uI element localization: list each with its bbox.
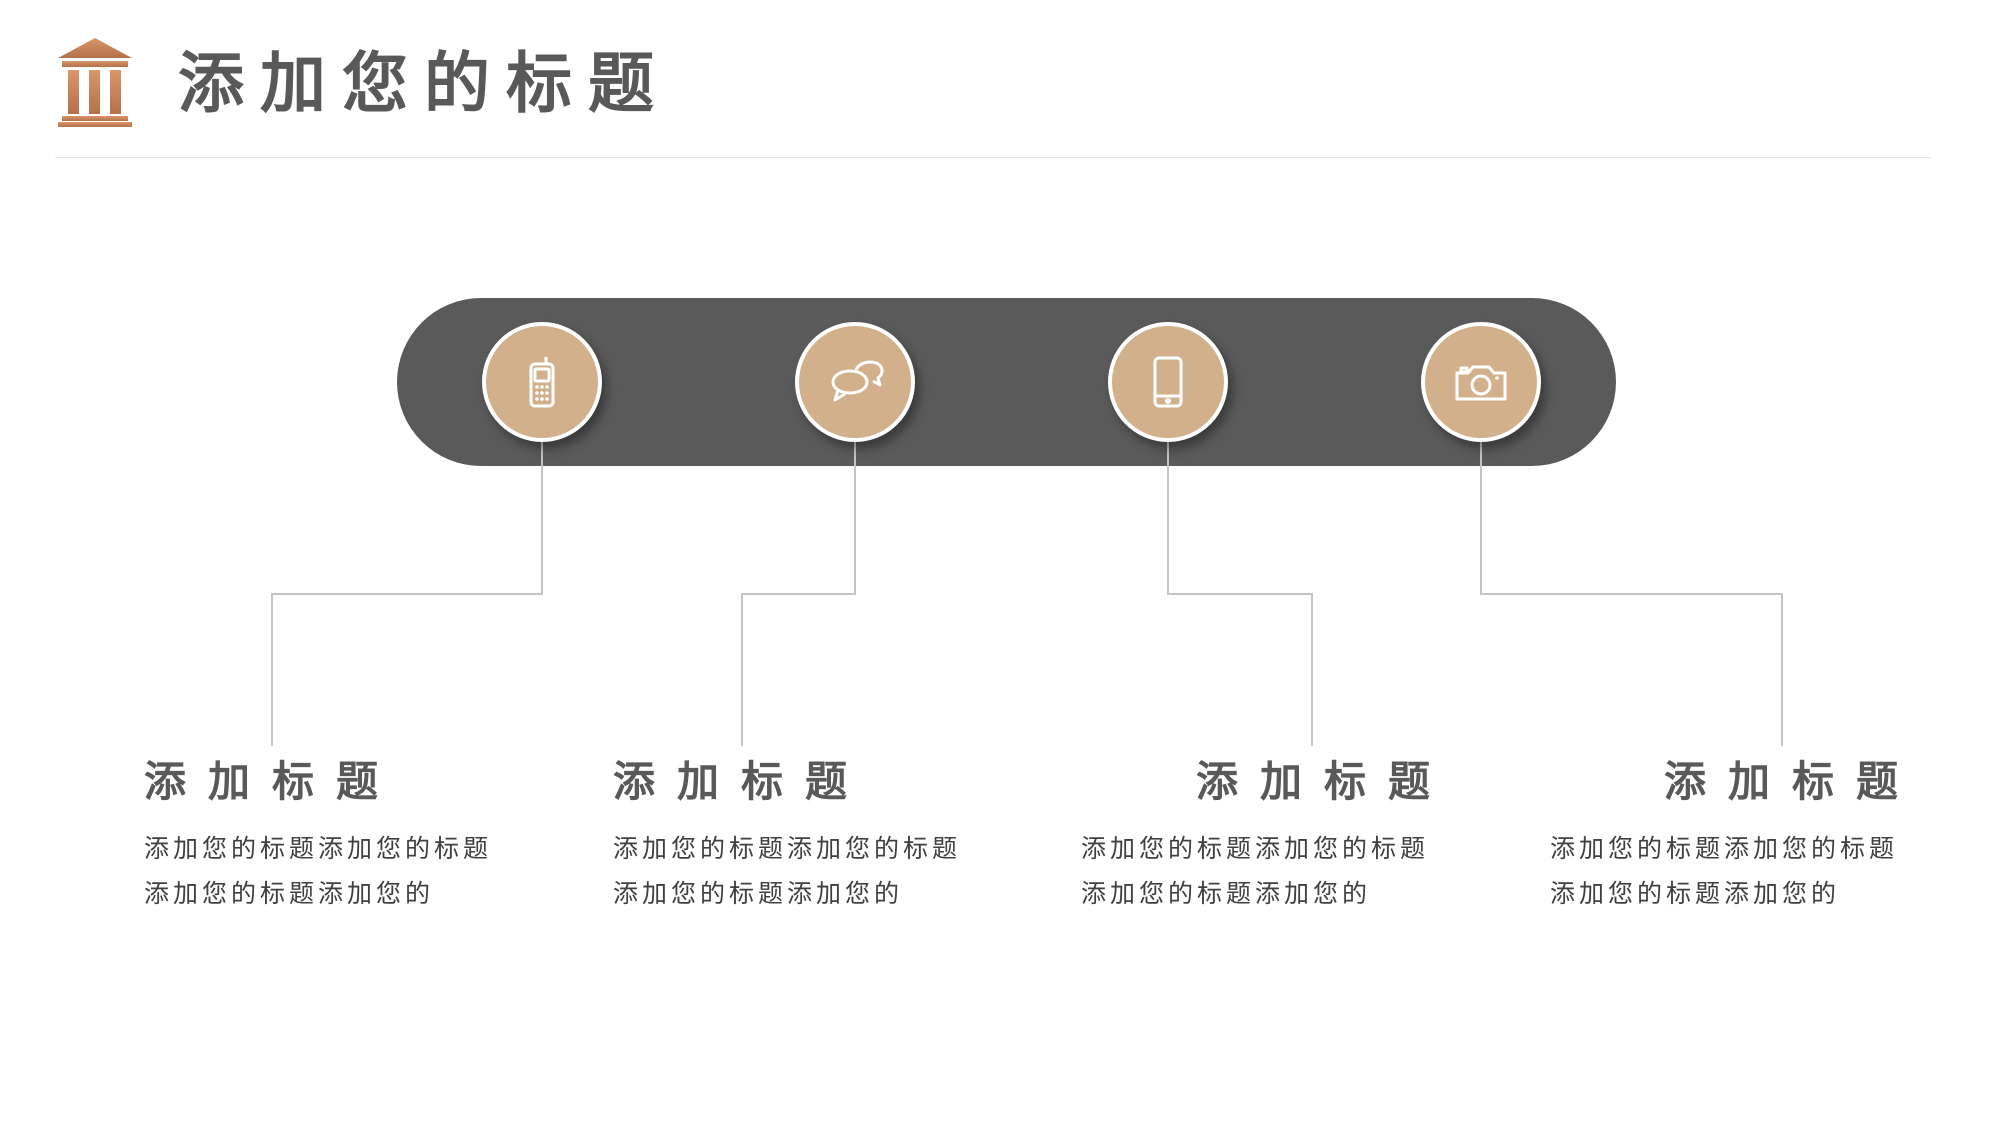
item-3-body: 添加您的标题添加您的标题添加您的标题添加您的 xyxy=(1081,834,1430,908)
mobile-phone-icon xyxy=(529,357,555,408)
connector-4 xyxy=(1480,440,1783,746)
connector-3 xyxy=(1167,440,1313,746)
header-divider xyxy=(55,157,1931,158)
item-2-body: 添加您的标题添加您的标题添加您的标题添加您的 xyxy=(613,834,962,908)
item-3-title: 添加标题 xyxy=(1195,757,1452,806)
node-1 xyxy=(482,322,602,442)
node-2 xyxy=(795,322,915,442)
item-4-body: 添加您的标题添加您的标题添加您的标题添加您的 xyxy=(1550,834,1899,908)
node-3 xyxy=(1108,322,1228,442)
item-4-title: 添加标题 xyxy=(1663,757,1920,806)
bank-building-icon xyxy=(58,38,132,127)
page-title: 添加您的标题 xyxy=(178,45,670,122)
camera-icon xyxy=(1455,365,1507,401)
connector-2 xyxy=(741,440,856,746)
item-1-body: 添加您的标题添加您的标题添加您的标题添加您的 xyxy=(144,834,493,908)
smartphone-icon xyxy=(1153,356,1183,408)
item-1-title: 添加标题 xyxy=(144,757,401,806)
item-2-title: 添加标题 xyxy=(613,757,870,806)
node-4 xyxy=(1421,322,1541,442)
connector-1 xyxy=(271,440,543,746)
chat-bubbles-icon xyxy=(831,360,884,402)
